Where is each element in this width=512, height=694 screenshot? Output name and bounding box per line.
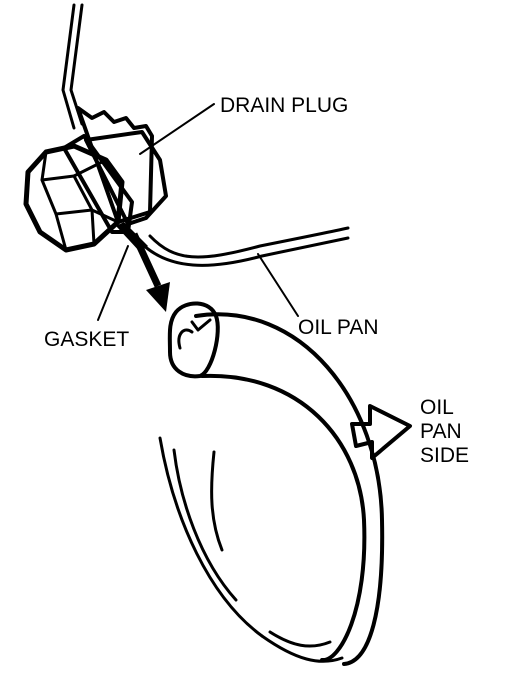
removal-arrow — [130, 232, 170, 312]
drain-plug — [23, 106, 168, 253]
gasket-label: GASKET — [44, 328, 129, 351]
oil-pan-side-label-line3: SIDE — [420, 444, 469, 467]
oil-pan-side-label-line2: PAN — [420, 420, 462, 443]
oil-pan-side-label-line1: OIL — [420, 396, 454, 419]
oil-pan-label: OIL PAN — [298, 316, 379, 339]
gasket-ring — [158, 301, 385, 666]
leader-lines — [97, 103, 299, 321]
oil-pan-side-arrow — [350, 404, 412, 460]
drain-plug-label: DRAIN PLUG — [220, 94, 348, 117]
